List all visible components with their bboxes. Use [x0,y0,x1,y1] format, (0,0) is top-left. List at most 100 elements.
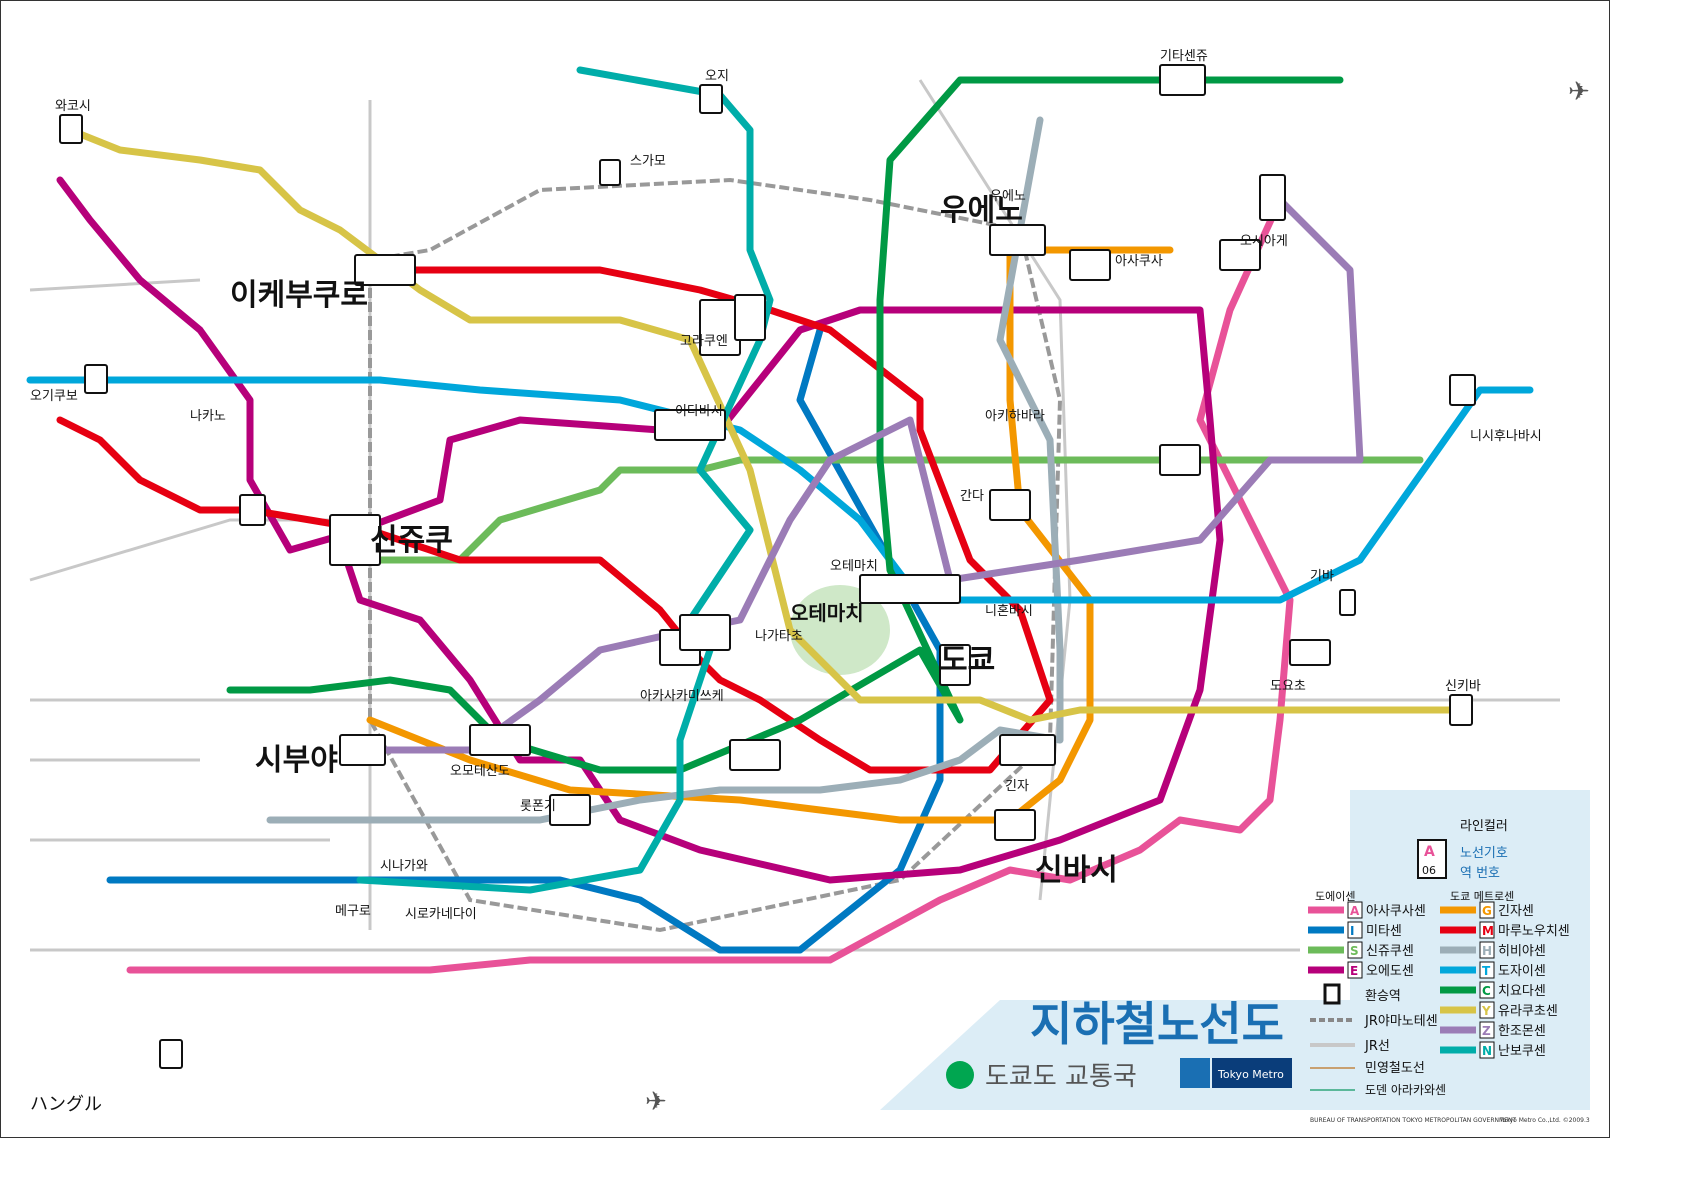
station-names[interactable]: 우에노 긴자 아키하바라 오테마치 니혼바시 아사쿠사 시나가와 메구로 롯폰기… [30,49,1542,922]
station-label: 니혼바시 [985,604,1033,619]
legend-line-name: 유라쿠초센 [1498,1004,1558,1019]
legend-line-name: 난보쿠센 [1498,1044,1546,1059]
svg-text:✈: ✈ [1568,77,1590,107]
station-label: 이다바시 [675,404,723,419]
legend-line-code: M [1482,924,1494,938]
station-label: 기바 [1310,569,1334,584]
line-asakusa [126,196,1294,974]
legend-line-code: N [1482,1044,1492,1058]
footer-bureau: BUREAU OF TRANSPORTATION TOKYO METROPOLI… [1310,1117,1516,1124]
legend-jr-label: JR선 [1364,1039,1390,1054]
line-namboku [356,66,774,894]
station-markers [59,64,1476,1069]
corner-label: ハングル [30,1094,102,1115]
footer-copyright: Tokyo Metro Co.,Ltd. ©2009.3 [1499,1117,1590,1124]
legend-line-name: 치요다센 [1498,984,1546,999]
station-label: 오기쿠보 [30,389,78,404]
legend-metro-header: 도쿄 메트로센 [1450,890,1514,903]
legend-line-code: E [1350,964,1358,978]
operator-label: 도쿄도 교통국 [985,1062,1137,1092]
station-label: 시나가와 [380,859,428,874]
station-label: 와코시 [55,99,91,114]
area-label-otemachi: 오테마치 [790,601,864,625]
legend-code-box [1347,961,1363,979]
area-label-shinjuku: 신쥬쿠 [370,523,453,558]
legend-code-box [1347,921,1363,939]
legend-line-code: Y [1481,1004,1491,1018]
legend-line-code: T [1482,964,1491,978]
station-label: 나가타초 [755,629,803,644]
line-chiyoda [226,76,1344,774]
legend-code-box [1347,941,1363,959]
station-label: 메구로 [335,904,371,919]
line-hibiya [266,116,1064,824]
station-label: 기타센쥬 [1160,49,1208,64]
legend-code-box [1347,901,1363,919]
area-label-shibuya: 시부야 [255,743,338,778]
area-label-ueno: 우에노 [940,193,1023,228]
legend-code-box [1479,1021,1495,1039]
station-label: 스가모 [630,154,666,169]
legend-line-name: 신쥬쿠센 [1366,944,1414,959]
tokyo-govt-logo-icon [946,1061,974,1089]
legend-sample-number: 06 [1422,864,1436,877]
line-shinjuku [346,456,1424,564]
station-label: 간다 [960,489,984,504]
station-label: 나카노 [190,409,226,424]
station-label: 시로카네다이 [405,907,477,922]
legend-line-code: Z [1482,1024,1491,1038]
station-label: 긴자 [1005,779,1029,794]
legend-line-name: 긴자센 [1498,904,1534,919]
legend-station-number-label: 역 번호 [1460,866,1500,881]
line-yurakucho [66,126,1464,724]
area-labels: 이케부쿠로 신쥬쿠 시부야 우에노 도쿄 신바시 오테마치 [230,193,1118,888]
area-label-ikebukuro: 이케부쿠로 [230,278,368,313]
tokyo-metro-logo-icon [1180,1058,1210,1088]
legend-line-code: A [1350,904,1360,918]
station-label: 도요초 [1270,679,1306,694]
legend-line-code: G [1482,904,1492,918]
station-label: 오모테산도 [450,764,510,779]
legend-line-name: 오에도센 [1366,964,1414,979]
line-marunouchi [56,266,1054,774]
station-label: 롯폰기 [520,799,556,814]
legend-code-box [1479,921,1495,939]
legend-line-name: 아사쿠사센 [1366,904,1426,919]
legend-code-box [1479,981,1495,999]
legend-sample-code: A [1424,844,1435,860]
station-label: 아키하바라 [985,409,1045,424]
yamanote-line [368,177,1063,933]
station-label: 오테마치 [830,559,878,574]
area-label-shimbashi: 신바시 [1035,853,1118,888]
subway-lines [26,66,1534,974]
legend-code-box [1479,961,1495,979]
legend-line-name: 도자이센 [1498,964,1546,979]
legend-panel [880,790,1590,1110]
legend-line-code: S [1350,944,1359,958]
area-label-tokyo: 도쿄 [940,643,995,678]
line-mita [106,326,944,954]
legend-line-name: 미타센 [1366,924,1402,939]
line-hanzomon [366,196,1364,754]
legend-line-code: H [1482,944,1492,958]
legend-sample-marker [1417,839,1447,879]
legend-code-box [1479,941,1495,959]
legend-line-color-label: 라인컬러 [1460,819,1508,834]
station-label: 신키바 [1445,679,1481,694]
legend-private-label: 민영철도선 [1365,1061,1425,1076]
legend-code-box [1479,1001,1495,1019]
tokyo-metro-label: Tokyo Metro [1217,1068,1284,1081]
station-label: 오지 [705,69,729,84]
title-block: 지하철노선도 도쿄도 교통국 Tokyo Metro BUREAU OF TRA… [946,997,1590,1124]
line-oedo [56,176,1224,884]
station-label: 아사쿠사 [1115,254,1163,269]
legend-toei-header: 도에이센 [1315,890,1355,903]
legend-code-box [1479,901,1495,919]
legend-line-code-label: 노선기호 [1460,846,1508,861]
station-label: 우에노 [990,189,1026,204]
station-label: 오시아게 [1240,234,1288,249]
svg-text:✈: ✈ [645,1087,667,1117]
line-tozai [26,376,1534,604]
